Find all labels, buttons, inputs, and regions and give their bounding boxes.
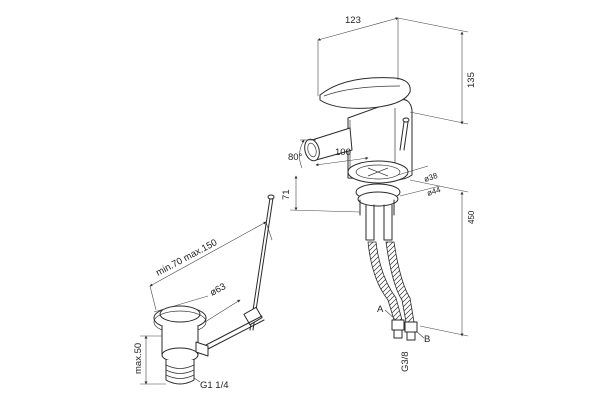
- dim-label-popup-range: min.70 max.150: [154, 237, 219, 278]
- waste-body: [161, 325, 209, 385]
- linkage-bar: [205, 315, 265, 350]
- swivel-spout: [304, 127, 353, 162]
- lever-handle: [319, 77, 411, 109]
- hose-labels: A B G3/8: [377, 304, 430, 372]
- popup-waste: ø63 min.70 max.150 max.50 G1 1/4: [133, 194, 275, 391]
- dim-label-dia63: ø63: [208, 281, 228, 298]
- dim-label-dia44: ø44: [426, 185, 442, 198]
- dim-71: 71: [281, 175, 361, 213]
- dim-label-80: 80°: [288, 152, 303, 163]
- hose-label-a: A: [377, 304, 384, 315]
- popup-pull-rod: [399, 117, 410, 151]
- dim-450: 450: [409, 179, 476, 337]
- dim-label-123: 123: [345, 15, 361, 26]
- dim-label-max50: max.50: [133, 343, 144, 374]
- dim-123: 123: [317, 15, 399, 96]
- dim-max-50: max.50: [133, 335, 166, 385]
- mounting-base: [355, 183, 401, 241]
- dim-diameters: ø38 ø44: [397, 165, 442, 198]
- waste-plug: [153, 305, 207, 334]
- thread-label-g38: G3/8: [400, 351, 411, 372]
- dim-label-dia38: ø38: [423, 171, 439, 184]
- dim-label-100: 100: [335, 147, 351, 158]
- waste-pull-rod: [243, 194, 275, 331]
- hose-label-b: B: [424, 334, 430, 345]
- dim-label-71: 71: [281, 189, 292, 200]
- thread-label-g114: G1 1/4: [200, 380, 229, 391]
- dim-135: 135: [397, 17, 477, 125]
- thread-g114: G1 1/4: [193, 377, 229, 391]
- dim-label-135: 135: [466, 72, 477, 88]
- mixer-body: [347, 99, 413, 184]
- dim-80-degrees: 80°: [288, 139, 316, 169]
- dim-100: 100: [315, 147, 369, 167]
- dim-popup-range: min.70 max.150: [149, 221, 273, 311]
- bidet-mixer: 123 135 450 100 80°: [281, 15, 477, 372]
- dim-label-450: 450: [467, 210, 476, 224]
- flexible-hoses: [366, 239, 418, 341]
